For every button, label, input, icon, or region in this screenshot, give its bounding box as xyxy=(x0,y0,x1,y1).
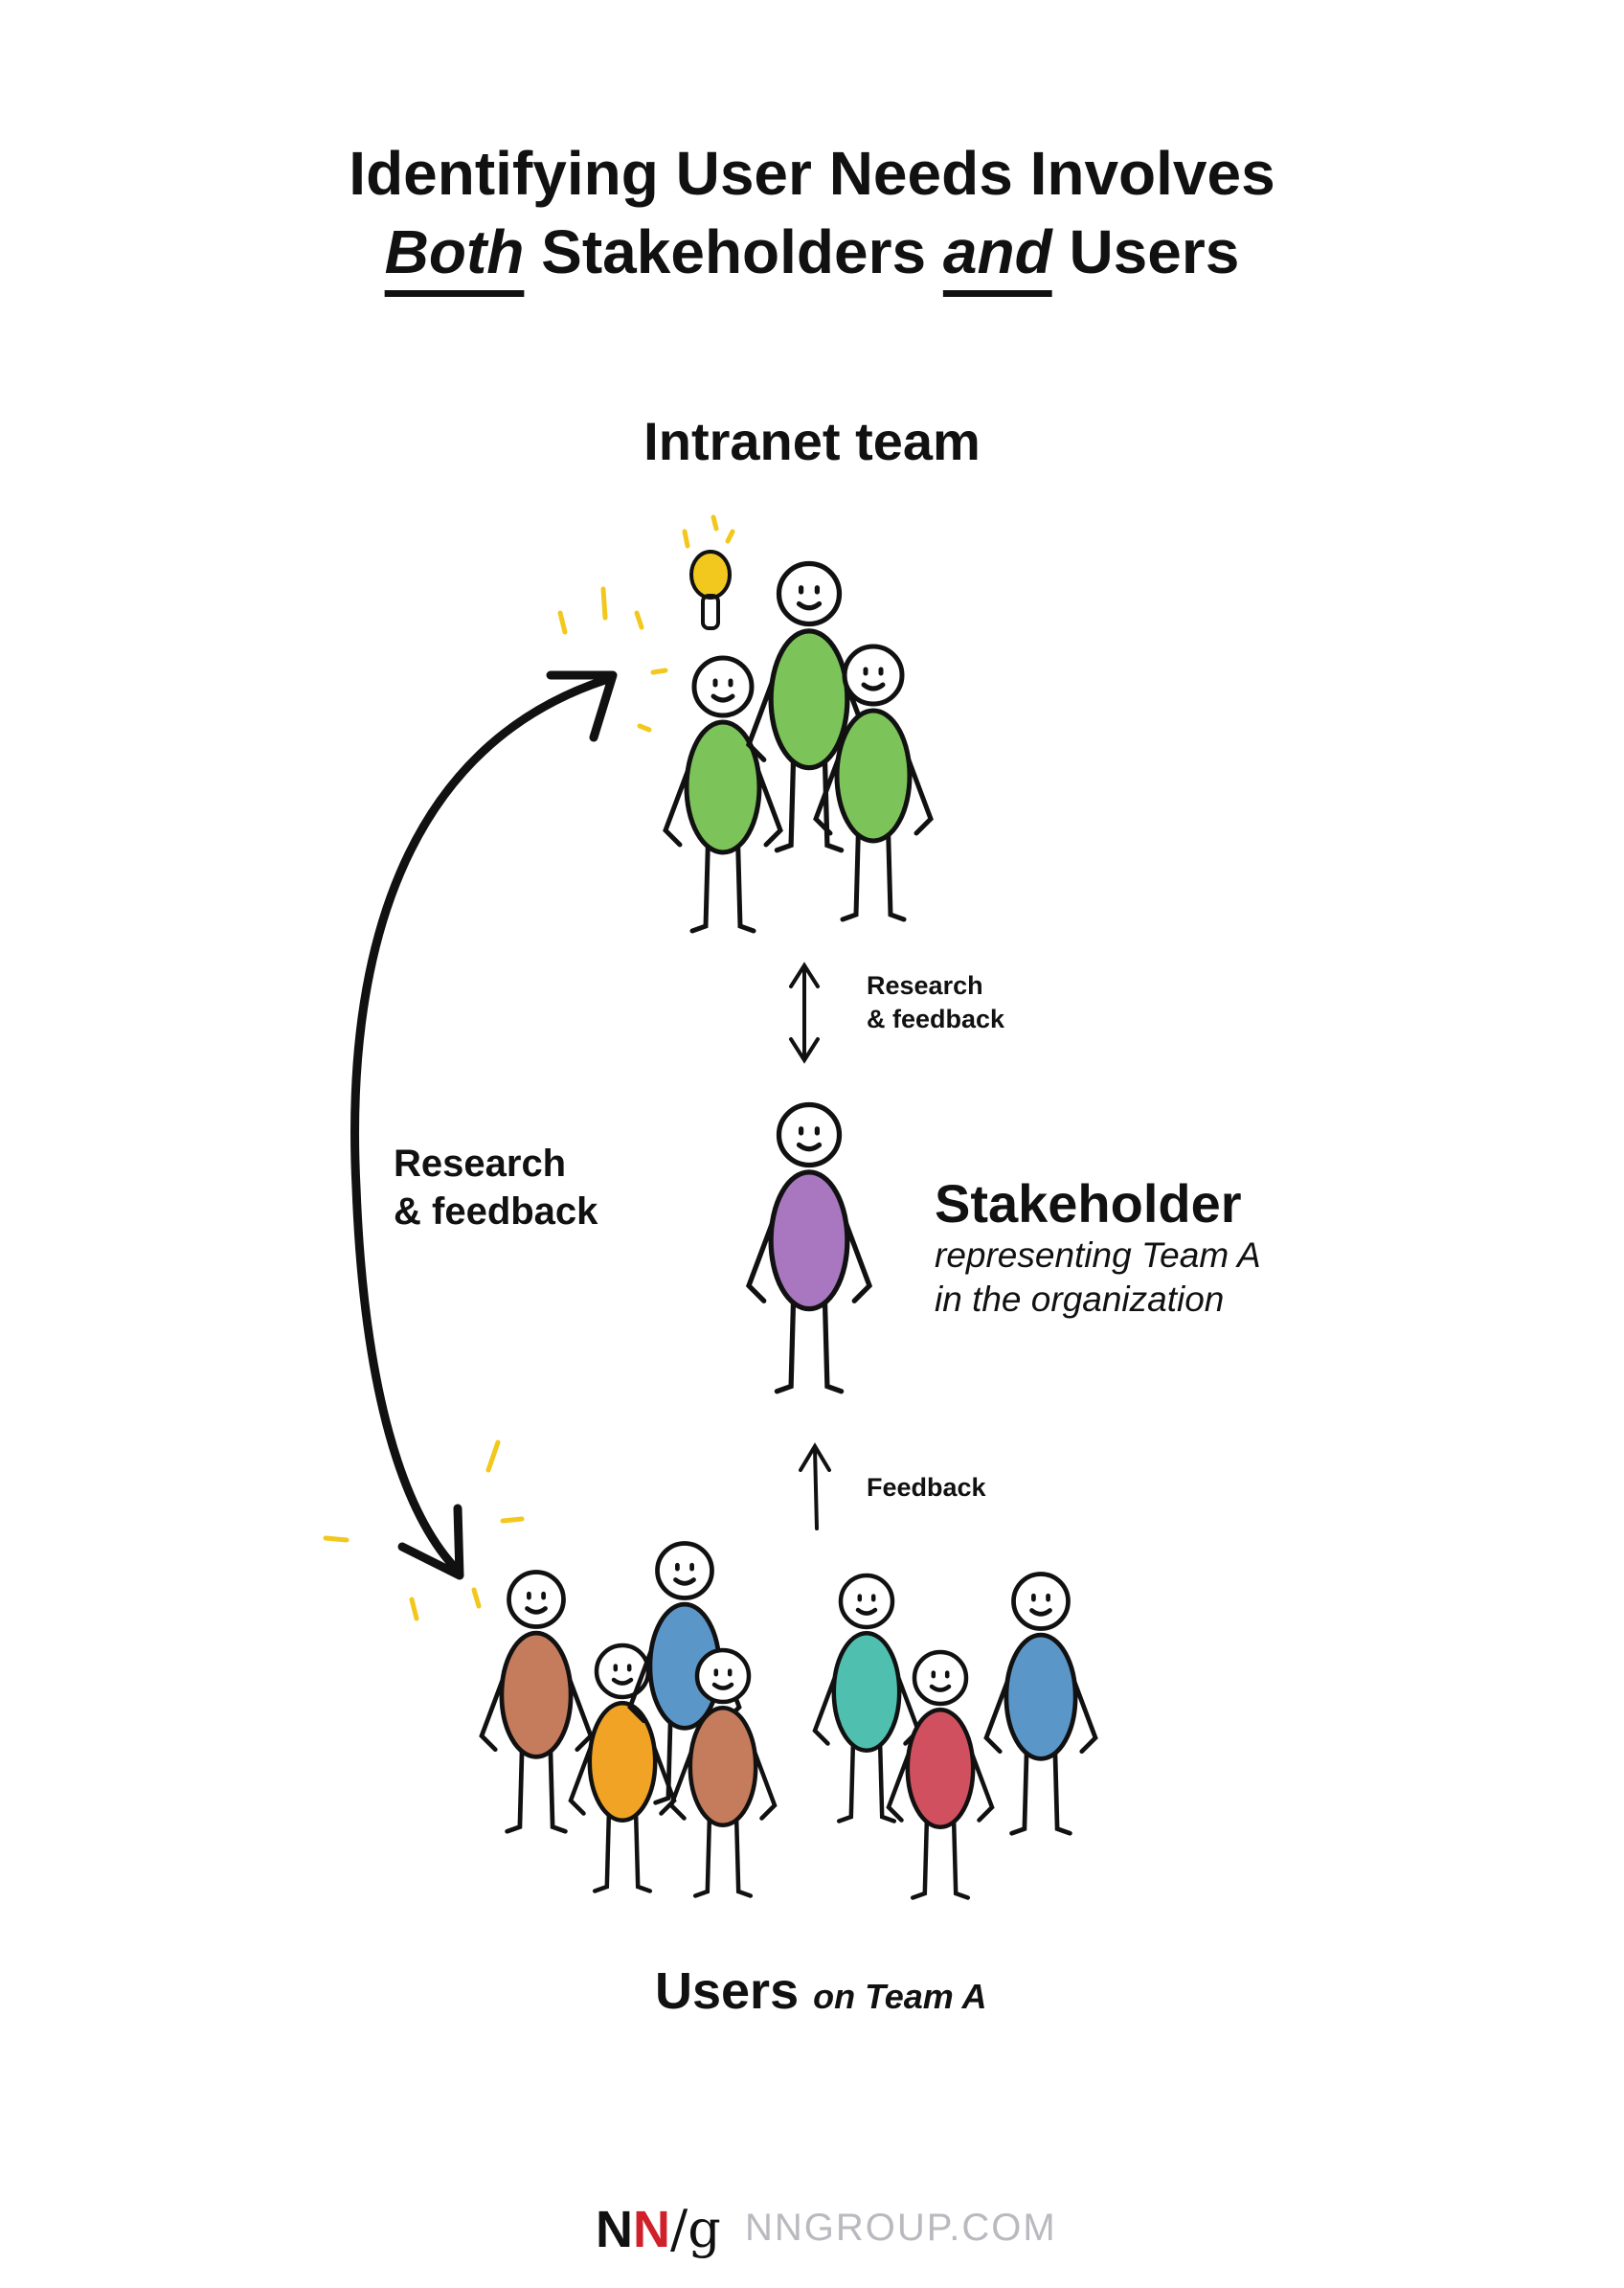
face xyxy=(611,1664,634,1686)
arrowhead-top xyxy=(546,670,618,742)
body xyxy=(688,1706,758,1827)
body xyxy=(831,1631,902,1753)
spark-mark xyxy=(682,529,690,549)
spark-mark xyxy=(710,514,719,532)
user-figure xyxy=(983,1572,1098,1836)
face xyxy=(673,1562,696,1586)
spark-mark xyxy=(409,1597,419,1621)
label-line: Research xyxy=(867,971,983,1000)
head xyxy=(655,1541,714,1600)
legs xyxy=(774,732,845,853)
body xyxy=(499,1630,574,1759)
title-and: and xyxy=(942,217,1052,286)
feedback-label: Feedback xyxy=(867,1473,986,1502)
body xyxy=(768,628,850,771)
desc-line: in the organization xyxy=(935,1280,1225,1319)
stakeholder-label: Stakeholder xyxy=(935,1173,1242,1234)
intranet-figure xyxy=(813,644,934,922)
face xyxy=(711,1668,734,1690)
face xyxy=(525,1591,548,1615)
logo-slash: / xyxy=(670,2199,688,2259)
users-title: Users xyxy=(655,1962,800,2020)
spark-mark xyxy=(634,610,644,630)
legs xyxy=(774,1273,845,1394)
body xyxy=(905,1708,976,1829)
head xyxy=(776,560,843,627)
face xyxy=(929,1670,952,1692)
user-figure xyxy=(668,1647,778,1898)
label-line: & feedback xyxy=(867,1005,1005,1033)
face xyxy=(710,678,735,703)
user-figure xyxy=(479,1570,594,1834)
legs xyxy=(689,818,756,934)
stakeholder-figure xyxy=(745,1101,873,1394)
nng-logo[interactable]: NN/g xyxy=(596,2199,721,2259)
spark-mark xyxy=(471,1587,482,1609)
title-both: Both xyxy=(384,217,525,286)
legs xyxy=(836,1719,897,1824)
body xyxy=(684,719,762,855)
spark-mark xyxy=(725,529,735,544)
research-feedback-label-small: Research & feedback xyxy=(867,969,1004,1036)
research-feedback-label-large: Research & feedback xyxy=(394,1140,598,1235)
legs xyxy=(505,1724,568,1834)
arrowhead-bottom xyxy=(397,1504,464,1580)
logo-n2: N xyxy=(633,2201,670,2258)
face xyxy=(861,667,886,691)
spark-mark xyxy=(600,586,608,621)
label-line: Research xyxy=(394,1143,567,1185)
head xyxy=(838,1573,895,1630)
head xyxy=(842,644,905,707)
face xyxy=(1029,1593,1052,1617)
logo-g: g xyxy=(688,2199,721,2259)
intranet-team-label: Intranet team xyxy=(643,411,981,471)
legs xyxy=(592,1789,653,1893)
logo-n1: N xyxy=(596,2201,633,2258)
head xyxy=(694,1647,752,1705)
legs xyxy=(840,806,907,922)
head xyxy=(507,1570,566,1629)
body xyxy=(768,1169,850,1312)
spark-mark xyxy=(557,610,568,635)
up-arrow xyxy=(799,1442,831,1530)
face xyxy=(855,1594,878,1616)
desc-line: representing Team A xyxy=(935,1235,1261,1275)
big-curved-arrow xyxy=(350,675,610,1575)
site-link[interactable]: NNGROUP.COM xyxy=(745,2207,1057,2249)
face xyxy=(796,1126,823,1152)
title-middle: Stakeholders xyxy=(524,217,943,286)
lightbulb-icon xyxy=(689,550,732,630)
head xyxy=(594,1642,651,1700)
head xyxy=(691,655,755,718)
user-figure xyxy=(886,1649,995,1900)
title-end: Users xyxy=(1051,217,1240,286)
intranet-figure xyxy=(663,655,783,934)
spark-mark xyxy=(637,723,652,733)
legs xyxy=(692,1794,754,1898)
title-line-1: Identifying User Needs Involves xyxy=(349,139,1275,208)
body xyxy=(587,1701,658,1823)
face xyxy=(796,585,823,611)
body xyxy=(834,708,913,844)
legs xyxy=(1009,1726,1072,1836)
title-line-2: Both Stakeholders and Users xyxy=(0,213,1624,291)
user-figure xyxy=(812,1573,921,1824)
stakeholder-description: representing Team A in the organization xyxy=(935,1234,1261,1322)
spark-mark xyxy=(323,1535,350,1543)
spark-mark xyxy=(485,1439,501,1473)
head xyxy=(1011,1572,1071,1631)
label-line: & feedback xyxy=(394,1190,598,1233)
head xyxy=(912,1649,969,1707)
body xyxy=(1004,1632,1078,1761)
spark-mark xyxy=(650,668,668,675)
head xyxy=(776,1101,843,1168)
users-label: Users on Team A xyxy=(655,1961,986,2021)
legs xyxy=(910,1796,971,1900)
page-title: Identifying User Needs Involves Both Sta… xyxy=(0,134,1624,291)
spark-mark xyxy=(500,1516,525,1524)
users-sub: on Team A xyxy=(813,1977,987,2016)
user-figure xyxy=(568,1642,677,1893)
double-arrow xyxy=(789,962,820,1064)
